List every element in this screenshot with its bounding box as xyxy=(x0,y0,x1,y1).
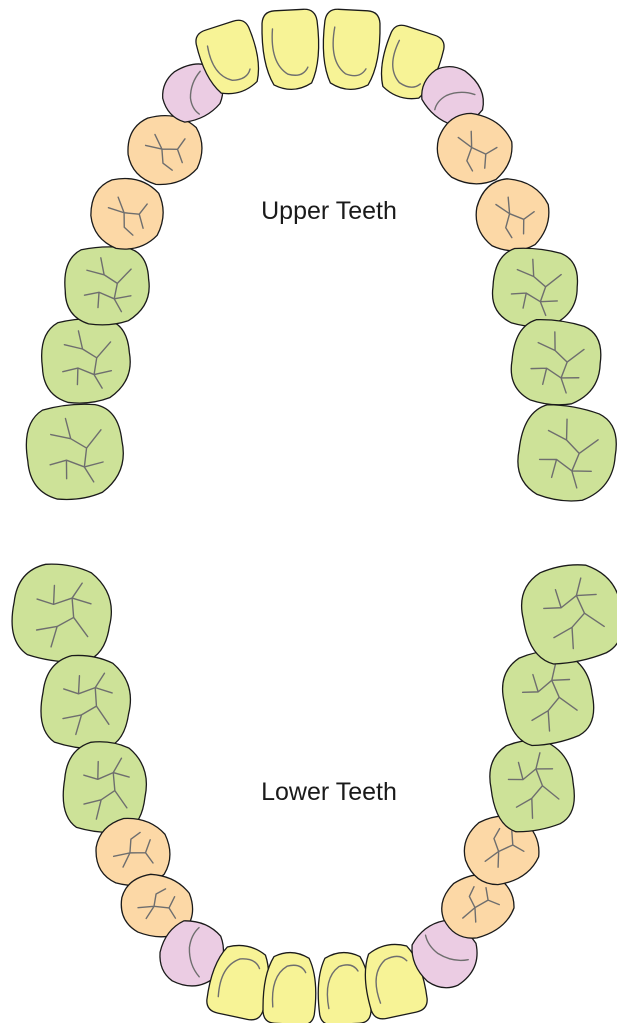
lower-molar-tooth-1 xyxy=(5,557,119,669)
upper-incisor-tooth-9 xyxy=(321,9,381,91)
upper-molar-tooth-14 xyxy=(490,246,580,330)
upper-premolar-tooth-13 xyxy=(471,175,553,255)
upper-incisor-crown-8 xyxy=(261,9,321,91)
upper-molar-tooth-2 xyxy=(38,314,135,407)
lower-molar-crown-2 xyxy=(34,649,137,755)
upper-molar-crown-14 xyxy=(490,246,580,330)
upper-teeth-label: Upper Teeth xyxy=(261,197,397,226)
upper-arch xyxy=(21,9,617,507)
lower-molar-tooth-2 xyxy=(34,649,137,755)
upper-premolar-tooth-5 xyxy=(122,108,209,191)
upper-molar-crown-2 xyxy=(38,314,135,407)
upper-premolar-tooth-4 xyxy=(86,173,168,253)
upper-incisor-crown-9 xyxy=(321,9,381,91)
upper-molar-crown-15 xyxy=(508,316,605,409)
lower-incisor-crown-9 xyxy=(316,951,372,1023)
upper-molar-crown-3 xyxy=(62,244,152,328)
lower-teeth-label: Lower Teeth xyxy=(261,778,397,807)
lower-incisor-tooth-9 xyxy=(316,951,372,1023)
lower-molar-crown-16 xyxy=(515,557,617,669)
lower-incisor-tooth-8 xyxy=(262,951,318,1023)
upper-molar-tooth-3 xyxy=(62,244,152,328)
upper-molar-tooth-16 xyxy=(513,400,617,507)
lower-incisor-crown-8 xyxy=(262,951,318,1023)
upper-molar-tooth-15 xyxy=(508,316,605,409)
upper-molar-tooth-1 xyxy=(21,398,130,505)
lower-molar-tooth-16 xyxy=(515,557,617,669)
upper-molar-crown-1 xyxy=(21,398,130,505)
upper-incisor-tooth-8 xyxy=(261,9,321,91)
lower-molar-crown-1 xyxy=(5,557,119,669)
upper-molar-crown-16 xyxy=(513,400,617,507)
